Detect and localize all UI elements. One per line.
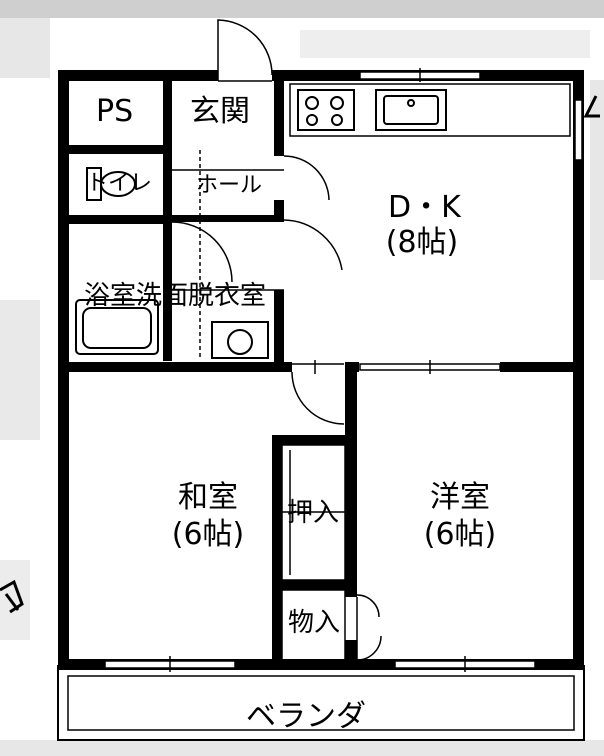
room-label-washroom: 洗面脱衣室 (136, 281, 267, 311)
room-label-dk: D・K (388, 190, 461, 225)
room-label-washitsu: 和室 (178, 480, 238, 515)
room-label-youshitsu: 洋室 (430, 480, 490, 515)
door-swings (171, 19, 501, 661)
room-label-hall: ホール (196, 173, 263, 198)
kitchen-stove (297, 89, 355, 131)
room-label-genkan: 玄関 (190, 94, 250, 129)
toilet-fixture (86, 167, 136, 201)
bathtub (75, 299, 159, 355)
closet-lines (281, 444, 346, 661)
washbasin (211, 321, 269, 359)
room-label-oshiire: 押入 (287, 498, 340, 528)
windows (104, 68, 583, 672)
room-size-washitsu: (6帖) (171, 517, 245, 552)
room-label-bath: 浴室 (84, 281, 137, 311)
room-label-toilet: トイレ (86, 171, 153, 196)
room-label-monoire: 物入 (288, 608, 341, 638)
room-size-dk: (8帖) (385, 225, 459, 260)
room-label-veranda: ベランダ (246, 699, 366, 734)
room-label-ps: PS (96, 94, 134, 129)
interior-walls (69, 81, 573, 660)
kitchen-sink (375, 89, 447, 131)
room-size-youshitsu: (6帖) (423, 517, 497, 552)
counter (289, 83, 571, 137)
stray-marks (0, 95, 600, 614)
